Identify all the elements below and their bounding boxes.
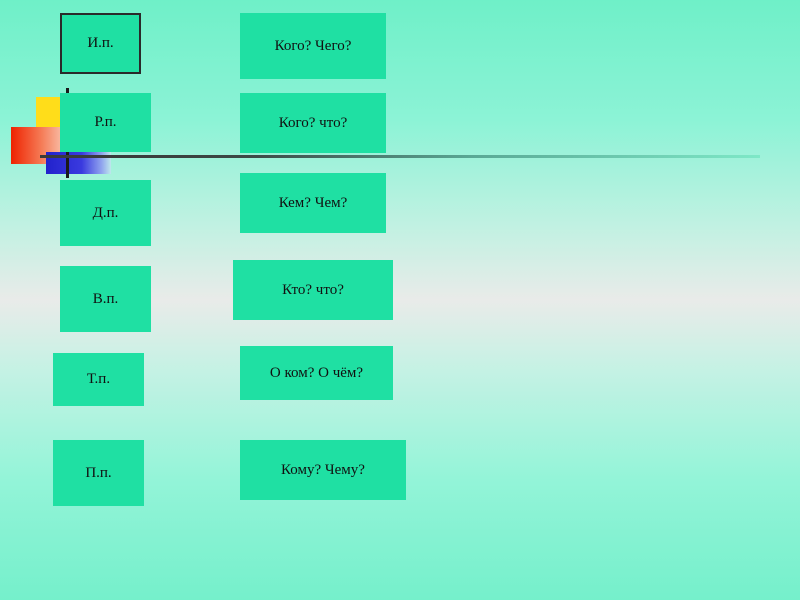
question-label: Кто? что? — [282, 281, 344, 298]
case-label: В.п. — [92, 290, 119, 307]
question-box-5[interactable]: О ком? О чём? — [240, 346, 393, 400]
question-box-4[interactable]: Кто? что? — [233, 260, 393, 320]
question-label: Кого? что? — [278, 114, 348, 131]
case-box-dative[interactable]: Д.п. — [60, 180, 151, 246]
case-label: Т.п. — [86, 371, 111, 387]
question-box-1[interactable]: Кого? Чего? — [240, 13, 386, 79]
question-label: Кем? Чем? — [278, 194, 348, 211]
case-box-instrumental[interactable]: Т.п. — [53, 353, 144, 406]
question-label: О ком? О чём? — [269, 364, 364, 381]
question-label: Кого? Чего? — [274, 37, 352, 54]
case-label: Р.п. — [94, 114, 117, 130]
horizontal-divider-line — [40, 155, 760, 158]
question-box-2[interactable]: Кого? что? — [240, 93, 386, 153]
question-label: Кому? Чему? — [281, 461, 365, 478]
case-box-accusative[interactable]: В.п. — [60, 266, 151, 332]
question-box-3[interactable]: Кем? Чем? — [240, 173, 386, 233]
case-label: П.п. — [85, 464, 112, 481]
case-box-prepositional[interactable]: П.п. — [53, 440, 144, 506]
case-box-nominative[interactable]: И.п. — [60, 13, 141, 74]
question-box-6[interactable]: Кому? Чему? — [240, 440, 406, 500]
case-label: И.п. — [87, 35, 114, 51]
case-label: Д.п. — [92, 204, 119, 221]
case-box-genitive[interactable]: Р.п. — [60, 93, 151, 152]
